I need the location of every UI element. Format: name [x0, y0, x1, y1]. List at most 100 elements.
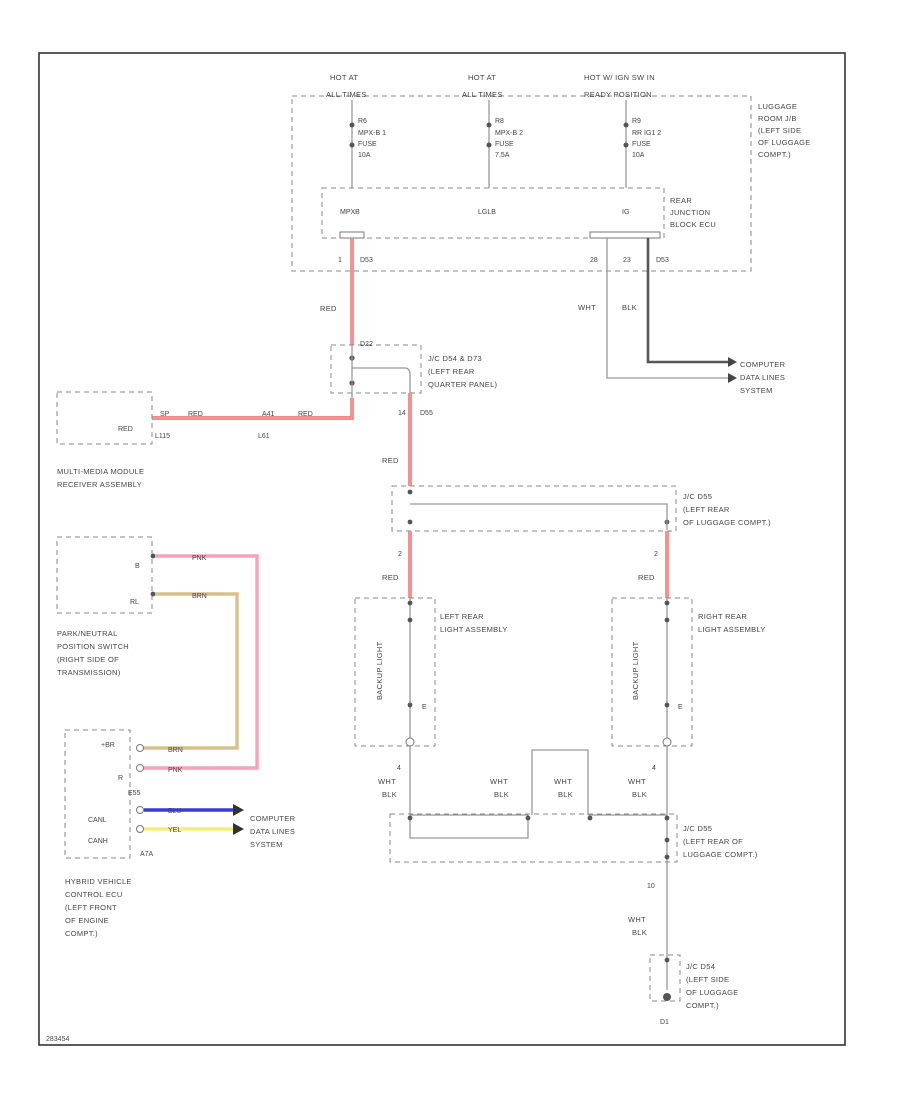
svg-text:D55: D55 — [420, 410, 433, 417]
svg-text:COMPUTER: COMPUTER — [250, 814, 296, 823]
svg-text:J/C D55: J/C D55 — [683, 824, 712, 833]
svg-text:RED: RED — [320, 304, 337, 313]
svg-text:RED: RED — [382, 456, 399, 465]
diagram-footer-id: 283454 — [46, 1036, 69, 1043]
luggage-jb-label: LUGGAGE ROOM J/B (LEFT SIDE OF LUGGAGE C… — [758, 102, 810, 159]
rear-jb-ecu-box — [321, 187, 665, 239]
svg-text:COMPUTER: COMPUTER — [740, 360, 786, 369]
svg-text:OF LUGGAGE: OF LUGGAGE — [686, 988, 739, 997]
right-backup-light-label: BACKUP LIGHT — [631, 641, 640, 700]
svg-text:4: 4 — [652, 765, 656, 772]
svg-text:R6: R6 — [358, 118, 367, 125]
svg-text:OF LUGGAGE COMPT.): OF LUGGAGE COMPT.) — [683, 518, 771, 527]
svg-text:(LEFT SIDE: (LEFT SIDE — [686, 975, 729, 984]
jc3-label: J/C D55 (LEFT REAR OF LUGGAGE COMPT.) — [683, 824, 757, 859]
svg-text:BLK: BLK — [382, 790, 397, 799]
svg-text:R: R — [118, 775, 123, 782]
svg-text:E: E — [422, 704, 427, 711]
svg-text:(LEFT SIDE: (LEFT SIDE — [758, 126, 801, 135]
svg-text:D53: D53 — [656, 257, 669, 264]
svg-text:SYSTEM: SYSTEM — [250, 840, 283, 849]
svg-text:RED: RED — [382, 573, 399, 582]
jc2-box — [391, 485, 677, 532]
ecu-pin-mpxb: MPXB — [340, 209, 360, 216]
fuse-r9: R9 RR IG1 2 FUSE 10A — [623, 118, 661, 159]
fuse-source-1: HOT AT ALL TIMES — [326, 73, 367, 99]
svg-text:WHT: WHT — [490, 777, 508, 786]
svg-text:COMPT.): COMPT.) — [758, 150, 791, 159]
svg-text:BLU: BLU — [168, 808, 182, 815]
svg-text:28: 28 — [590, 257, 598, 264]
svg-text:B: B — [135, 563, 140, 570]
svg-text:J/C D54 & D73: J/C D54 & D73 — [428, 354, 482, 363]
svg-text:PNK: PNK — [168, 767, 183, 774]
svg-text:7.5A: 7.5A — [495, 152, 510, 159]
svg-text:E55: E55 — [128, 790, 141, 797]
svg-text:D22: D22 — [360, 341, 373, 348]
svg-text:23: 23 — [623, 257, 631, 264]
jc2-label: J/C D55 (LEFT REAR OF LUGGAGE COMPT.) — [683, 492, 771, 527]
svg-text:LIGHT ASSEMBLY: LIGHT ASSEMBLY — [440, 625, 508, 634]
svg-text:ALL TIMES: ALL TIMES — [326, 90, 367, 99]
svg-text:10: 10 — [647, 883, 655, 890]
svg-text:RED: RED — [638, 573, 655, 582]
right-rear-light-box — [611, 597, 693, 747]
svg-text:CANH: CANH — [88, 838, 108, 845]
jc4-label: J/C D54 (LEFT SIDE OF LUGGAGE COMPT.) — [686, 962, 739, 1010]
wire-wht-data — [606, 238, 728, 379]
svg-text:SYSTEM: SYSTEM — [740, 386, 773, 395]
svg-text:L115: L115 — [155, 433, 170, 440]
fuse-r8: R8 MPX-B 2 FUSE 7.5A — [486, 118, 523, 159]
svg-text:YEL: YEL — [168, 827, 181, 834]
multimedia-box — [56, 391, 153, 445]
svg-text:LEFT REAR: LEFT REAR — [440, 612, 484, 621]
computer-data-lines-2: COMPUTER DATA LINES SYSTEM — [250, 814, 296, 849]
right-rear-label: RIGHT REAR LIGHT ASSEMBLY — [698, 612, 765, 634]
svg-text:(LEFT FRONT: (LEFT FRONT — [65, 903, 117, 912]
svg-text:CONTROL ECU: CONTROL ECU — [65, 890, 123, 899]
svg-text:BLK: BLK — [622, 303, 637, 312]
svg-text:OF ENGINE: OF ENGINE — [65, 916, 109, 925]
svg-text:JUNCTION: JUNCTION — [670, 208, 710, 217]
svg-text:BLK: BLK — [558, 790, 573, 799]
svg-text:WHT: WHT — [554, 777, 572, 786]
wire-ground-left — [409, 746, 529, 839]
computer-data-lines-1: COMPUTER DATA LINES SYSTEM — [740, 360, 786, 395]
jc1-box — [330, 344, 422, 394]
svg-text:(LEFT REAR: (LEFT REAR — [428, 367, 475, 376]
jc3-box — [389, 813, 678, 863]
svg-text:L61: L61 — [258, 433, 270, 440]
svg-text:ROOM J/B: ROOM J/B — [758, 114, 797, 123]
svg-text:RECEIVER ASSEMBLY: RECEIVER ASSEMBLY — [57, 480, 142, 489]
svg-text:E: E — [678, 704, 683, 711]
svg-text:10A: 10A — [358, 152, 371, 159]
svg-text:R9: R9 — [632, 118, 641, 125]
svg-text:REAR: REAR — [670, 196, 692, 205]
svg-text:4: 4 — [397, 765, 401, 772]
svg-text:2: 2 — [654, 551, 658, 558]
svg-text:MULTI-MEDIA MODULE: MULTI-MEDIA MODULE — [57, 467, 144, 476]
svg-text:RIGHT REAR: RIGHT REAR — [698, 612, 747, 621]
left-rear-label: LEFT REAR LIGHT ASSEMBLY — [440, 612, 508, 634]
svg-text:ALL TIMES: ALL TIMES — [462, 90, 503, 99]
pn-switch-label: PARK/NEUTRAL POSITION SWITCH (RIGHT SIDE… — [57, 629, 129, 677]
svg-text:POSITION SWITCH: POSITION SWITCH — [57, 642, 129, 651]
svg-text:WHT: WHT — [378, 777, 396, 786]
svg-text:RED: RED — [188, 411, 203, 418]
svg-text:+BR: +BR — [101, 742, 115, 749]
svg-text:RED: RED — [118, 426, 133, 433]
svg-text:BLOCK ECU: BLOCK ECU — [670, 220, 716, 229]
svg-text:BRN: BRN — [192, 593, 207, 600]
left-rear-light-box — [354, 597, 436, 747]
svg-text:14: 14 — [398, 410, 406, 417]
wire-brn — [140, 592, 239, 750]
svg-text:HYBRID VEHICLE: HYBRID VEHICLE — [65, 877, 132, 886]
svg-text:MPX-B 1: MPX-B 1 — [358, 130, 386, 137]
luggage-jb-box — [291, 95, 752, 272]
svg-text:D53: D53 — [360, 257, 373, 264]
svg-text:FUSE: FUSE — [495, 141, 514, 148]
svg-text:(LEFT REAR OF: (LEFT REAR OF — [683, 837, 743, 846]
wire-red-multimedia — [152, 398, 354, 420]
fuse-r6: R6 MPX-B 1 FUSE 10A — [349, 118, 386, 159]
svg-text:FUSE: FUSE — [632, 141, 651, 148]
